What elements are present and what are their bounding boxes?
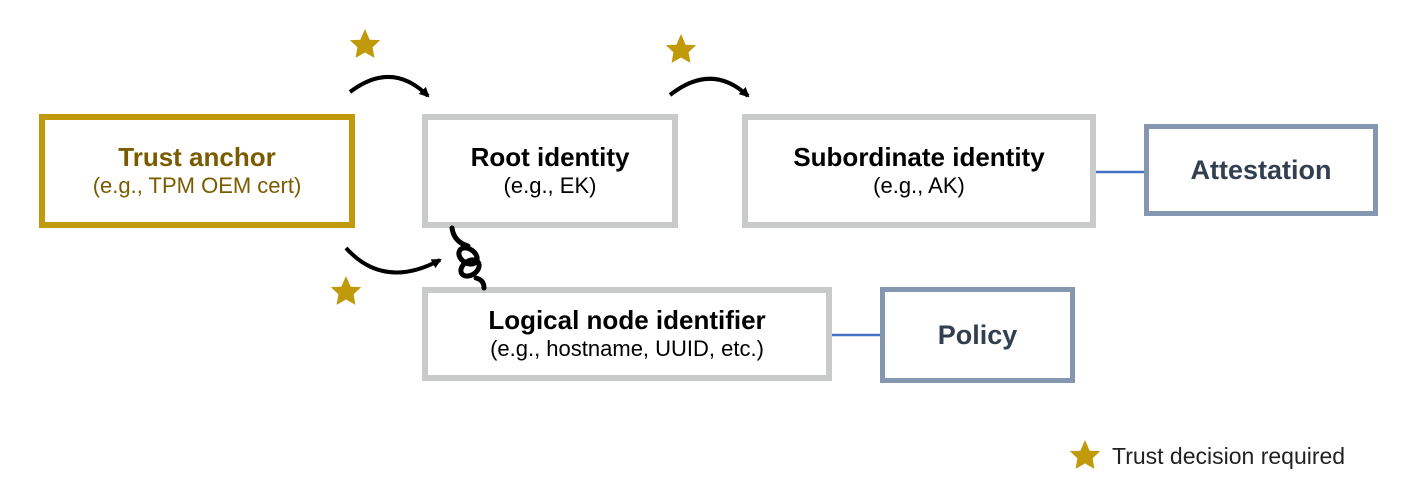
trust-anchor-node: Trust anchor (e.g., TPM OEM cert) [39, 114, 355, 228]
star-icon [330, 276, 362, 305]
subordinate-identity-title: Subordinate identity [793, 142, 1045, 172]
chain-link-icon [449, 225, 487, 291]
root-identity-subtitle: (e.g., EK) [503, 173, 597, 198]
arrow-anchor-to-logical [344, 246, 442, 275]
logical-node-subtitle: (e.g., hostname, UUID, etc.) [490, 336, 764, 361]
attestation-title: Attestation [1190, 154, 1332, 185]
legend: Trust decision required [1068, 436, 1345, 476]
root-identity-node: Root identity (e.g., EK) [422, 114, 678, 228]
arrow-anchor-to-root [348, 75, 430, 98]
logical-node-identifier-node: Logical node identifier (e.g., hostname,… [422, 287, 832, 381]
policy-title: Policy [937, 319, 1018, 350]
star-icon [1069, 440, 1101, 469]
policy-node: Policy [880, 287, 1075, 383]
logical-node-title: Logical node identifier [488, 305, 766, 335]
root-identity-title: Root identity [470, 142, 630, 172]
subordinate-identity-subtitle: (e.g., AK) [873, 173, 965, 198]
arrow-root-to-subordinate [668, 76, 750, 98]
trust-anchor-title: Trust anchor [118, 142, 276, 172]
trust-anchor-subtitle: (e.g., TPM OEM cert) [92, 173, 302, 198]
subordinate-identity-node: Subordinate identity (e.g., AK) [742, 114, 1096, 228]
legend-label: Trust decision required [1112, 442, 1346, 469]
attestation-node: Attestation [1144, 124, 1378, 216]
star-icon [349, 29, 381, 58]
star-icon [665, 34, 697, 63]
